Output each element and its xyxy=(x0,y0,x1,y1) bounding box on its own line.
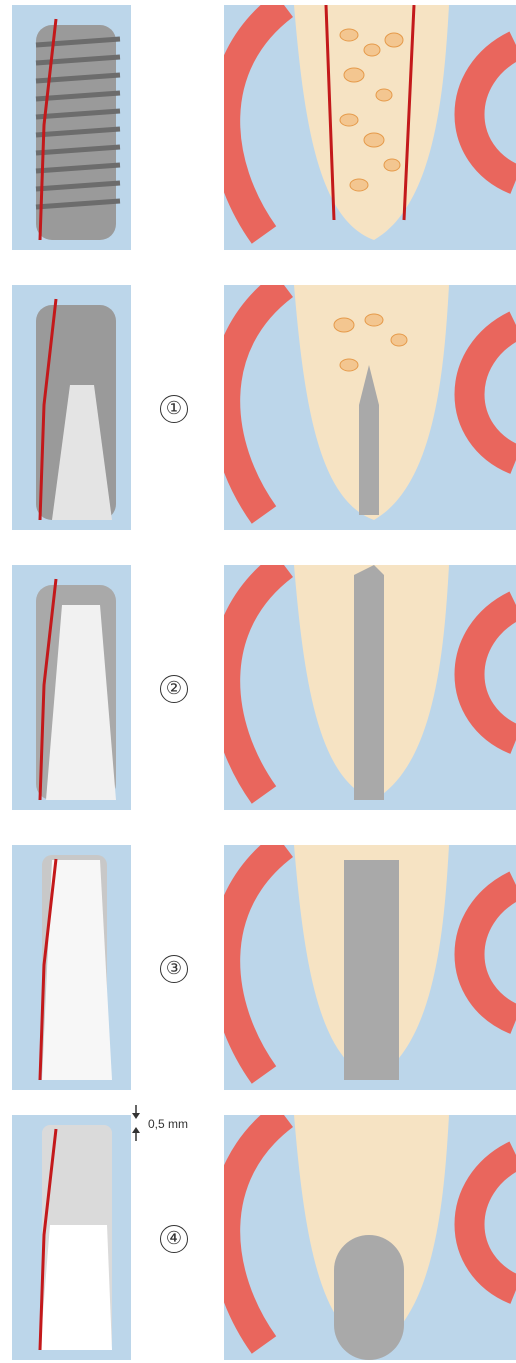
implant-panel xyxy=(12,565,131,810)
implant-illustration xyxy=(12,1115,131,1360)
bone-panel xyxy=(224,565,516,810)
step-row-4: ④ xyxy=(0,1115,516,1363)
implant-illustration xyxy=(12,565,131,810)
implant-panel xyxy=(12,845,131,1090)
step-number: ③ xyxy=(160,955,188,983)
bone-illustration xyxy=(224,1115,516,1360)
step-row-1: ① xyxy=(0,285,516,533)
implant-panel xyxy=(12,5,131,250)
bone-panel xyxy=(224,5,516,250)
step-row-3: ③ xyxy=(0,845,516,1093)
dimension-label: 0,5 mm xyxy=(148,1117,188,1131)
step-number: ① xyxy=(160,395,188,423)
bone-illustration xyxy=(224,565,516,810)
implant-illustration xyxy=(12,5,131,250)
step-row-2: ② xyxy=(0,565,516,813)
dimension-arrows xyxy=(128,1103,144,1143)
bone-illustration xyxy=(224,845,516,1090)
step-number: ② xyxy=(160,675,188,703)
bone-panel xyxy=(224,1115,516,1360)
bone-illustration xyxy=(224,5,516,250)
bone-panel xyxy=(224,285,516,530)
implant-illustration xyxy=(12,845,131,1090)
bone-panel xyxy=(224,845,516,1090)
implant-panel xyxy=(12,1115,131,1360)
implant-panel xyxy=(12,285,131,530)
step-row-0 xyxy=(0,5,516,253)
step-number: ④ xyxy=(160,1225,188,1253)
bone-illustration xyxy=(224,285,516,530)
implant-illustration xyxy=(12,285,131,530)
